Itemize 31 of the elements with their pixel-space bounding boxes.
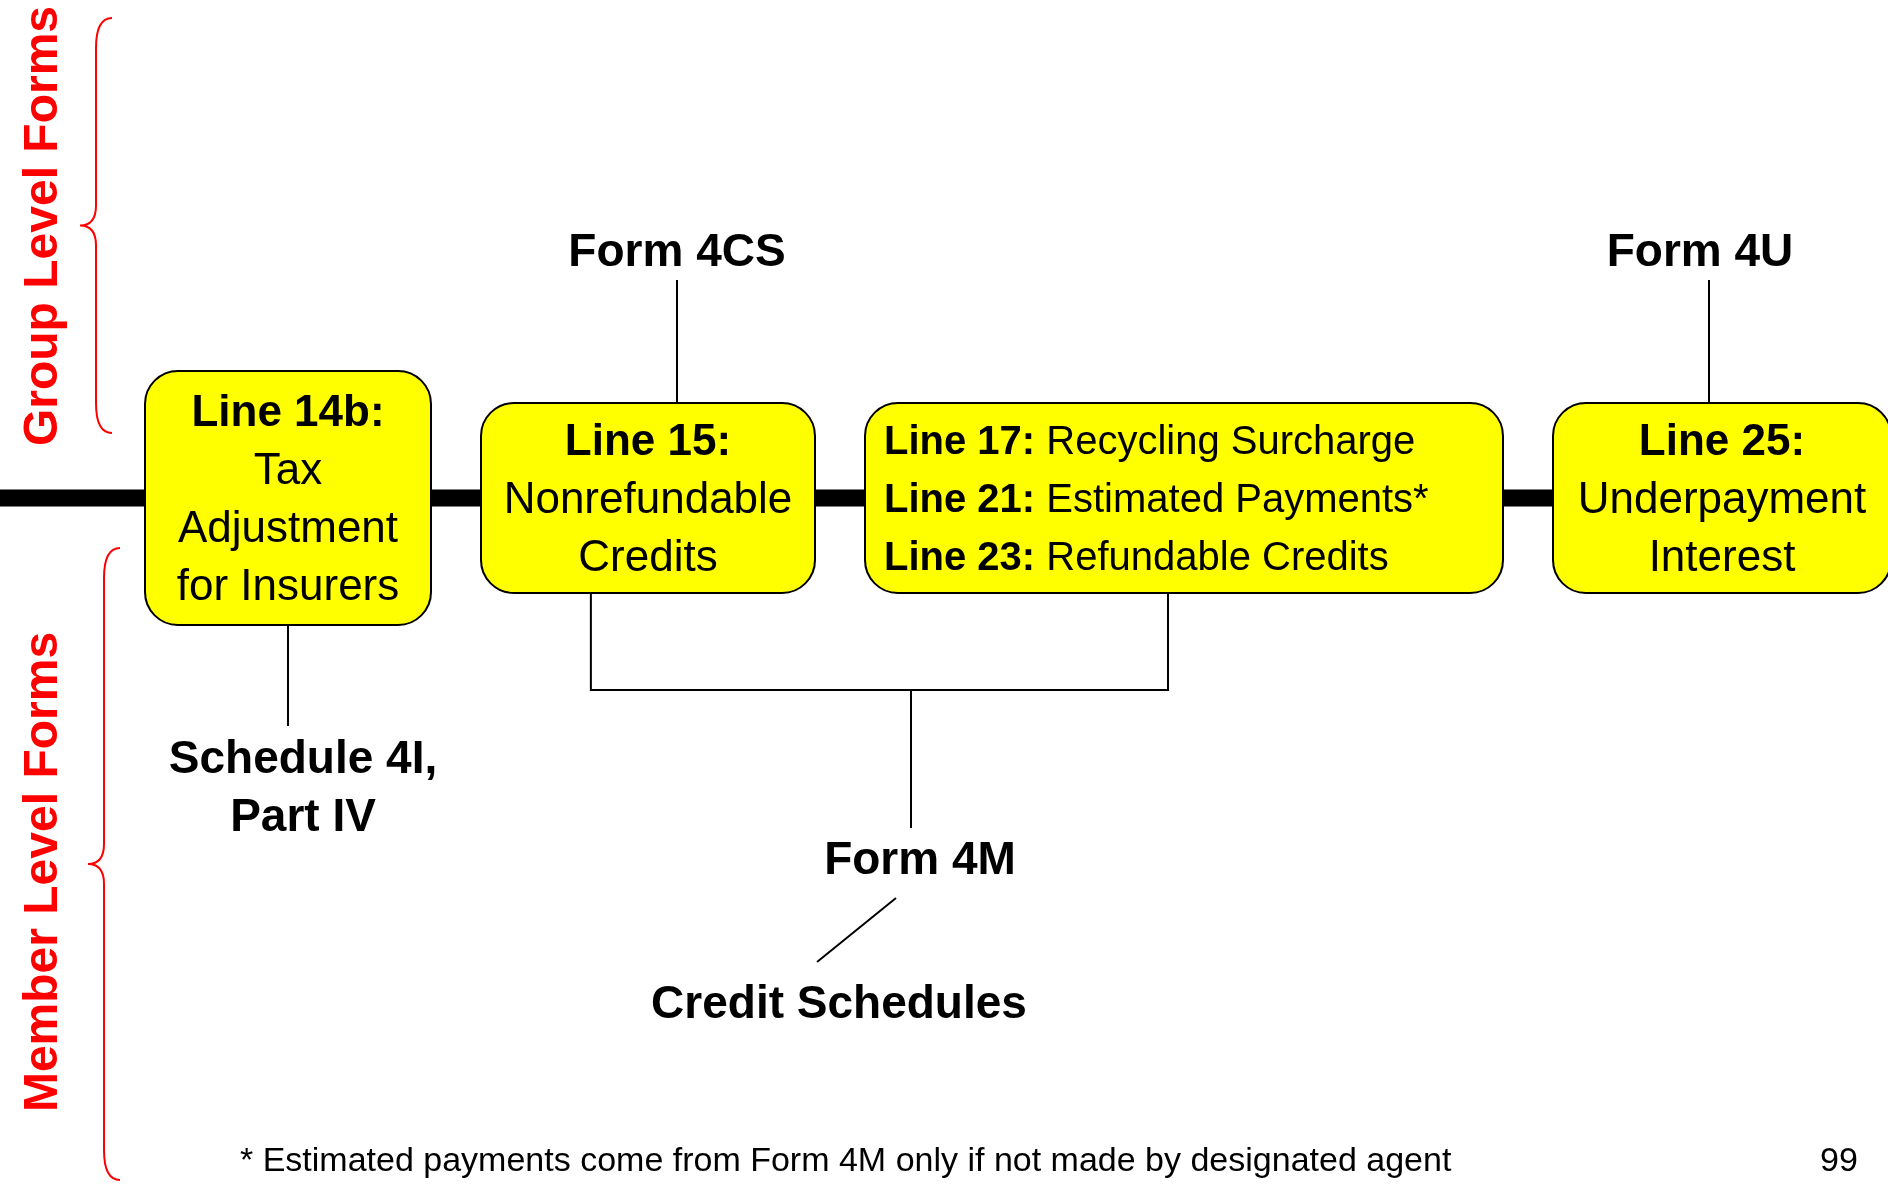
form-label: Form 4M [770,828,1070,888]
box-text: Underpayment Interest [1576,472,1868,582]
box-text: Line 23: Refundable Credits [884,533,1389,580]
form-label: Credit Schedules [619,972,1059,1032]
connector-line [910,593,1169,829]
box-heading: Line 14b: [191,385,385,437]
connector-line [287,625,289,727]
line-item-box [1552,402,1888,594]
form-label: Schedule 4I, Part IV [143,726,463,846]
connector-line [1708,279,1710,403]
form-label: Form 4U [1550,220,1850,280]
box-text: Line 17: Recycling Surcharge [884,417,1416,464]
box-text: Tax Adjustment for Insurers [175,443,401,611]
page-number: 99 [1820,1140,1858,1179]
thick-line [0,489,144,507]
line-item-box [864,402,1504,594]
thick-line [816,489,864,507]
footnote: * Estimated payments come from Form 4M only if not made by designated agent [240,1140,1452,1179]
box-text: Nonrefundable Credits [502,472,794,582]
thick-line [432,489,480,507]
box-heading: Line 25: [1638,414,1806,466]
box-heading: Line 15: [564,414,732,466]
box-text: Line 21: Estimated Payments* [884,475,1429,522]
line-item-box [144,370,432,626]
line-item-box [480,402,816,594]
thick-line [1504,489,1552,507]
connector-line [816,897,897,963]
connector-line [676,279,678,403]
group-heading: Group Level Forms [12,5,68,447]
group-heading: Member Level Forms [12,631,68,1113]
form-label: Form 4CS [527,220,827,280]
